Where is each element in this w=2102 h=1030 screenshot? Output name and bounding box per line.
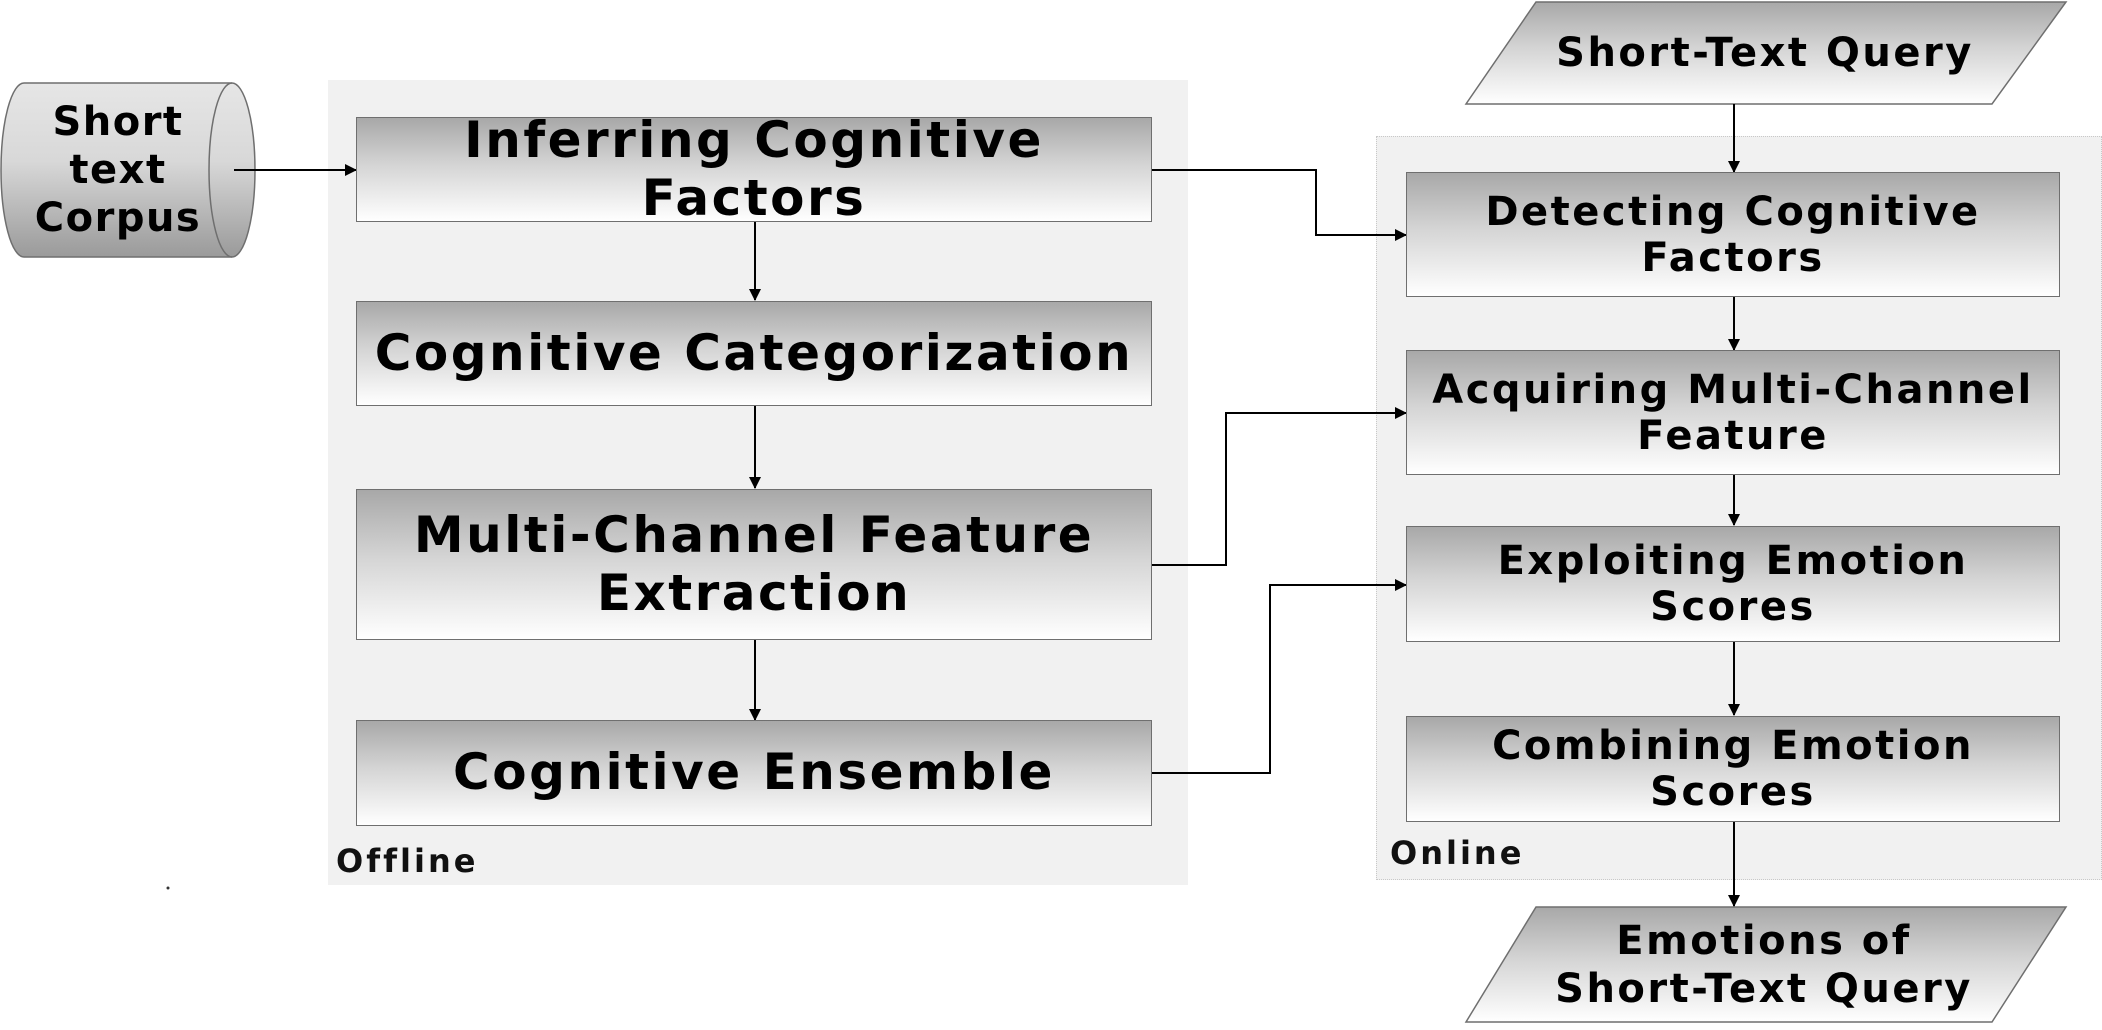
query-input-label: Short-Text Query: [1556, 30, 1974, 76]
step-acquiring-multi-channel-feature: Acquiring Multi-Channel Feature: [1406, 350, 2060, 475]
step-inferring-cognitive-factors: Inferring Cognitive Factors: [356, 111, 1152, 226]
step-label: Cognitive Ensemble: [453, 743, 1055, 802]
step-cognitive-ensemble: Cognitive Ensemble: [356, 720, 1152, 826]
step-label: Inferring Cognitive Factors: [464, 111, 1044, 227]
online-label: Online: [1390, 834, 1525, 872]
edge-ensemble-to-exploiting: [1152, 579, 1407, 774]
query-output-label: Emotions of Short-Text Query: [1555, 918, 1973, 1012]
step-label: Acquiring Multi-Channel Feature: [1432, 366, 2034, 459]
step-label: Exploiting Emotion Scores: [1497, 538, 1969, 630]
query-input-shape: [1464, 1, 2068, 105]
edge-extraction-to-acquiring: [1152, 407, 1407, 566]
step-exploiting-emotion-scores: Exploiting Emotion Scores: [1406, 526, 2060, 642]
step-cognitive-categorization: Cognitive Categorization: [356, 301, 1152, 406]
stray-dot: [166, 886, 170, 890]
step-detecting-cognitive-factors: Detecting Cognitive Factors: [1406, 172, 2060, 297]
step-combining-emotion-scores: Combining Emotion Scores: [1406, 716, 2060, 822]
offline-label: Offline: [336, 842, 479, 880]
step-label: Multi-Channel Feature Extraction: [413, 506, 1095, 622]
query-output-shape: [1464, 906, 2068, 1023]
edge-inferring-to-detecting: [1152, 169, 1407, 241]
step-multi-channel-feature-extraction: Multi-Channel Feature Extraction: [356, 489, 1152, 640]
step-label: Combining Emotion Scores: [1492, 723, 1974, 815]
step-label: Cognitive Categorization: [374, 323, 1134, 382]
step-label: Detecting Cognitive Factors: [1485, 188, 1981, 281]
corpus-label: Short text Corpus: [34, 99, 202, 241]
